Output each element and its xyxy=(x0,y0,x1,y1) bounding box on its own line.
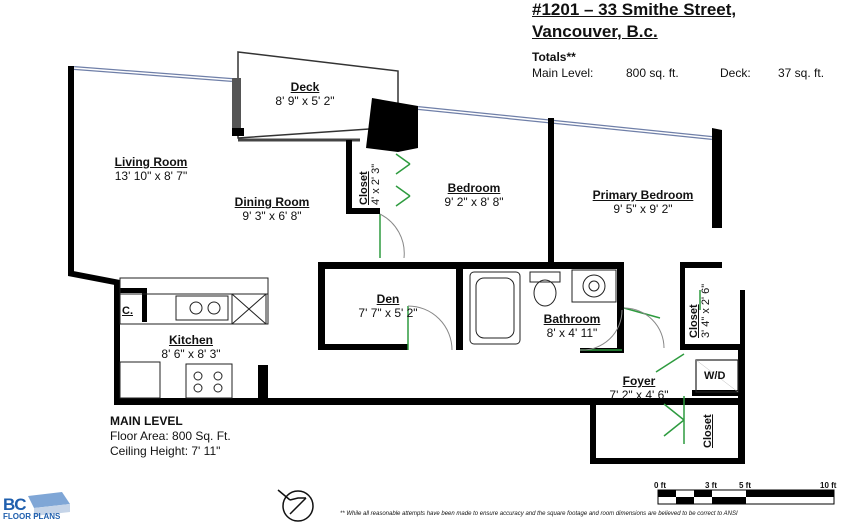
room-label-living-room: Living Room 13' 10" x 8' 7" xyxy=(115,155,188,183)
room-name: Living Room xyxy=(114,155,188,169)
kitchen-fixtures xyxy=(119,277,269,399)
closet-label-bedroom: Closet 4' x 2' 3" xyxy=(358,164,382,205)
address-line-1: #1201 – 33 Smithe Street, xyxy=(532,0,737,19)
room-dims: 9' 3" x 6' 8" xyxy=(242,209,302,223)
closet-label-foyer: Closet xyxy=(702,414,714,448)
room-name: Primary Bedroom xyxy=(592,188,694,202)
room-dims: 9' 2" x 8' 8" xyxy=(444,195,504,209)
closet-name: Closet xyxy=(702,414,714,448)
logo-sub-text: FLOOR PLANS xyxy=(3,512,61,521)
bc-floor-plans-logo: BC FLOOR PLANS xyxy=(3,495,60,521)
logo-main-text: BC xyxy=(3,495,27,514)
room-dims: 8' 9" x 5' 2" xyxy=(275,94,335,108)
closet-dims: 3' 4" x 2' 6" xyxy=(700,283,712,338)
doors xyxy=(379,153,701,444)
washer-dryer-box xyxy=(695,359,739,393)
room-dims: 7' 7" x 5' 2" xyxy=(358,306,418,320)
bathroom-fixtures xyxy=(469,269,617,345)
room-label-kitchen: Kitchen 8' 6" x 8' 3" xyxy=(161,333,220,361)
north-arrow-icon xyxy=(277,489,314,522)
scale-label-0: 0 ft xyxy=(654,481,666,490)
closet-dims: 4' x 2' 3" xyxy=(370,163,382,205)
closet-name: Closet xyxy=(358,171,370,205)
room-dims: 13' 10" x 8' 7" xyxy=(114,169,188,183)
ceiling-height-text: Ceiling Height: 7' 11" xyxy=(110,444,221,458)
closet-label-primary: Closet 3' 4" x 2' 6" xyxy=(688,284,712,338)
room-dims: 8' x 4' 11" xyxy=(546,326,598,340)
room-label-foyer: Foyer 7' 2" x 4' 6" xyxy=(609,374,668,402)
room-label-bedroom: Bedroom 9' 2" x 8' 8" xyxy=(444,181,503,209)
deck-value: 37 sq. ft. xyxy=(778,66,825,80)
closet-name: Closet xyxy=(688,304,700,338)
scale-label-10: 10 ft xyxy=(820,481,837,490)
room-name: Bedroom xyxy=(447,181,501,195)
floor-area-text: Floor Area: 800 Sq. Ft. xyxy=(110,429,231,443)
room-name: Den xyxy=(376,292,400,306)
room-label-deck: Deck 8' 9" x 5' 2" xyxy=(275,80,334,108)
room-label-dining-room: Dining Room 9' 3" x 6' 8" xyxy=(235,195,310,223)
main-level-heading: MAIN LEVEL xyxy=(110,414,183,428)
disclaimer-text: ** While all reasonable attempts have be… xyxy=(340,511,738,517)
main-level-label: Main Level: xyxy=(532,66,594,80)
room-name: Foyer xyxy=(622,374,656,388)
scale-label-3: 3 ft xyxy=(705,481,717,490)
room-dims: 7' 2" x 4' 6" xyxy=(609,388,669,402)
logo-graphic xyxy=(28,492,70,516)
scale-label-5: 5 ft xyxy=(739,481,751,490)
address-line-2: Vancouver, B.c. xyxy=(532,22,658,41)
room-dims: 9' 5" x 9' 2" xyxy=(613,202,673,216)
deck-label: Deck: xyxy=(720,66,751,80)
room-label-den: Den 7' 7" x 5' 2" xyxy=(358,292,417,320)
room-label-bathroom: Bathroom 8' x 4' 11" xyxy=(544,312,601,340)
totals-heading: Totals** xyxy=(532,50,576,64)
room-name: Deck xyxy=(290,80,320,94)
room-label-primary-bedroom: Primary Bedroom 9' 5" x 9' 2" xyxy=(593,188,694,216)
scale-bar xyxy=(657,489,835,505)
windows xyxy=(73,66,713,140)
room-dims: 8' 6" x 8' 3" xyxy=(161,347,221,361)
washer-dryer-label: W/D xyxy=(704,370,726,382)
main-level-info: MAIN LEVEL Floor Area: 800 Sq. Ft. Ceili… xyxy=(110,414,231,459)
exterior-walls xyxy=(68,66,745,464)
room-name: Dining Room xyxy=(234,195,310,209)
room-name: Bathroom xyxy=(543,312,601,326)
main-level-value: 800 sq. ft. xyxy=(626,66,679,80)
room-name: Kitchen xyxy=(168,333,214,347)
pantry-label: C. xyxy=(122,305,133,317)
